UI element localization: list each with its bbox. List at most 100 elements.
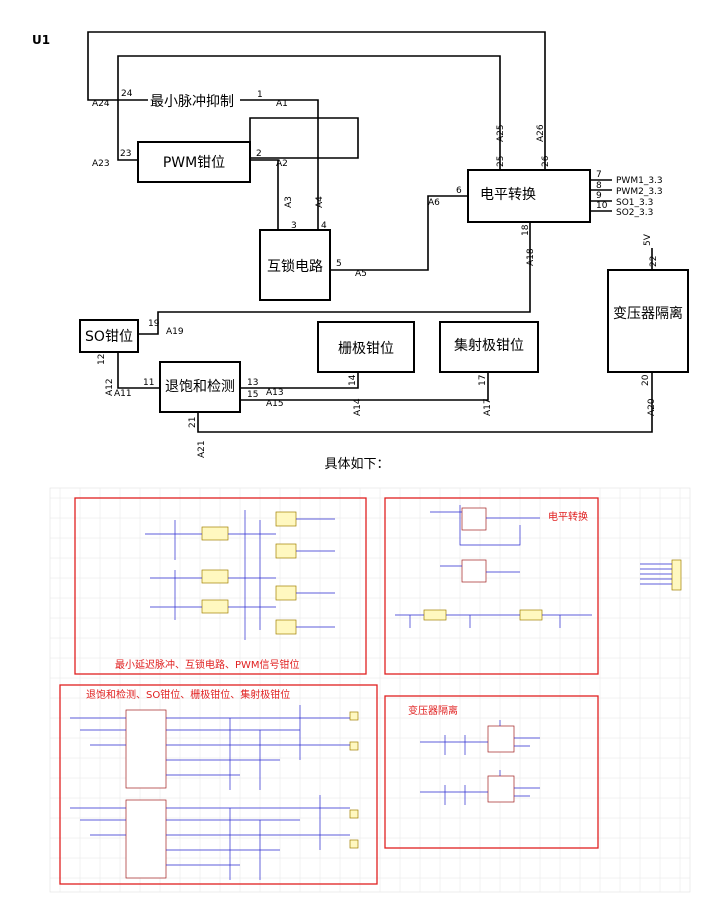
net-a26: A26 <box>536 124 546 142</box>
pin-10: 10 <box>596 201 608 211</box>
pin-17: 17 <box>478 375 488 386</box>
wire-a13-a14 <box>240 372 359 389</box>
output-so2: SO2_3.3 <box>616 208 653 218</box>
panel-2-circuit <box>395 505 592 628</box>
chip <box>275 619 297 635</box>
net-a23: A23 <box>92 159 110 169</box>
pin-18: 18 <box>521 224 531 236</box>
chip <box>461 507 487 531</box>
pin-21: 21 <box>188 417 198 428</box>
pin-13: 13 <box>247 378 258 388</box>
caption: 具体如下： <box>324 456 389 472</box>
chip <box>125 799 167 879</box>
block-pwm-clamp-label: PWM钳位 <box>163 155 225 171</box>
block-level-shift <box>467 169 591 223</box>
pin-15: 15 <box>247 390 258 400</box>
output-pwm1: PWM1_3.3 <box>616 176 663 186</box>
wire-a12-a11 <box>117 352 160 389</box>
pin-19: 19 <box>148 319 160 329</box>
wire-a18-a19 <box>138 222 531 335</box>
panel-4-title: 变压器隔离 <box>408 704 458 717</box>
wire-a15-a17 <box>240 372 489 401</box>
pin-9: 9 <box>596 191 602 201</box>
output-so1: SO1_3.3 <box>616 198 653 208</box>
block-transformer-label: 变压器隔离 <box>613 305 683 322</box>
chip <box>275 585 297 601</box>
block-emitter-clamp-label: 集射极钳位 <box>454 337 524 354</box>
schematic-wires <box>70 705 350 880</box>
schematic-wires <box>395 505 592 628</box>
chip <box>423 609 447 621</box>
panel-3-title: 退饱和检测、SO钳位、栅极钳位、集射极钳位 <box>86 688 290 701</box>
block-gate-clamp <box>317 321 415 373</box>
net-a6: A6 <box>428 198 440 208</box>
chip <box>349 711 359 721</box>
pin-26: 26 <box>541 155 551 167</box>
pin-3: 3 <box>291 221 297 231</box>
block-gate-clamp-label: 栅极钳位 <box>338 341 394 357</box>
wire-a23-a25 <box>117 55 501 170</box>
panel-1-title: 最小延迟脉冲、互锁电路、PWM信号钳位 <box>115 658 300 671</box>
schematic-wires <box>145 510 335 640</box>
net-a15: A15 <box>266 399 284 409</box>
net-a3: A3 <box>284 196 294 208</box>
pin-11: 11 <box>143 378 154 388</box>
pin-22: 22 <box>649 256 659 267</box>
u1-label: U1 <box>32 33 50 47</box>
pin-8: 8 <box>596 181 602 191</box>
output-pwm2: PWM2_3.3 <box>616 187 663 197</box>
chip <box>349 809 359 819</box>
pin-24: 24 <box>121 89 133 99</box>
block-emitter-clamp <box>439 321 539 373</box>
chip <box>519 609 543 621</box>
supply-5v: 5V <box>643 233 653 246</box>
chip <box>349 839 359 849</box>
wire-a1-a4 <box>240 99 319 230</box>
net-a25: A25 <box>496 124 506 142</box>
net-a14: A14 <box>353 398 363 416</box>
wire-a2-a3 <box>250 159 279 230</box>
net-labels: A24 A1 A23 A2 A3 A4 A5 A6 A25 A26 A18 A1… <box>92 99 657 458</box>
block-min-pulse <box>148 88 240 112</box>
panel-3 <box>59 684 378 885</box>
net-a12: A12 <box>105 378 115 396</box>
net-a20: A20 <box>647 398 657 416</box>
net-a13: A13 <box>266 388 284 398</box>
net-a5: A5 <box>355 269 367 279</box>
chip <box>275 543 297 559</box>
block-interlock <box>259 229 331 301</box>
connector <box>671 559 682 591</box>
block-pwm-clamp <box>137 141 251 183</box>
block-desat-label: 退饱和检测 <box>165 379 235 395</box>
pin-23: 23 <box>120 149 131 159</box>
pin-numbers: 24 1 23 2 3 4 5 6 25 26 7 8 9 10 18 22 1… <box>97 89 659 428</box>
chip <box>487 725 515 753</box>
schematic-sheet: 最小延迟脉冲、互锁电路、PWM信号钳位 电平转换 退饱和检测、SO钳位、栅极钳位… <box>49 487 691 893</box>
panel-4-circuit <box>420 720 540 805</box>
block-so-clamp-label: SO钳位 <box>85 329 133 345</box>
schematic-wires <box>420 720 540 805</box>
wire-a24-a26 <box>87 31 546 170</box>
net-a11: A11 <box>114 389 132 399</box>
panel-1 <box>74 497 367 675</box>
pin-5: 5 <box>336 259 342 269</box>
block-desat <box>159 361 241 413</box>
chip <box>201 526 229 541</box>
chip <box>487 775 515 803</box>
net-a1: A1 <box>276 99 288 109</box>
pin-12: 12 <box>97 354 107 365</box>
wire-pwm-loop <box>249 117 359 159</box>
connector-wires <box>640 563 672 585</box>
chip <box>349 741 359 751</box>
panel-1-circuit <box>145 510 335 640</box>
net-a19: A19 <box>166 327 184 337</box>
pin-4: 4 <box>321 221 327 231</box>
pin-14: 14 <box>348 374 358 386</box>
pin-6: 6 <box>456 186 462 196</box>
net-a2: A2 <box>276 159 288 169</box>
pin-1: 1 <box>257 90 263 100</box>
net-a17: A17 <box>483 398 493 416</box>
panel-2 <box>384 497 599 675</box>
block-so-clamp <box>79 319 139 353</box>
pin-20: 20 <box>641 374 651 386</box>
